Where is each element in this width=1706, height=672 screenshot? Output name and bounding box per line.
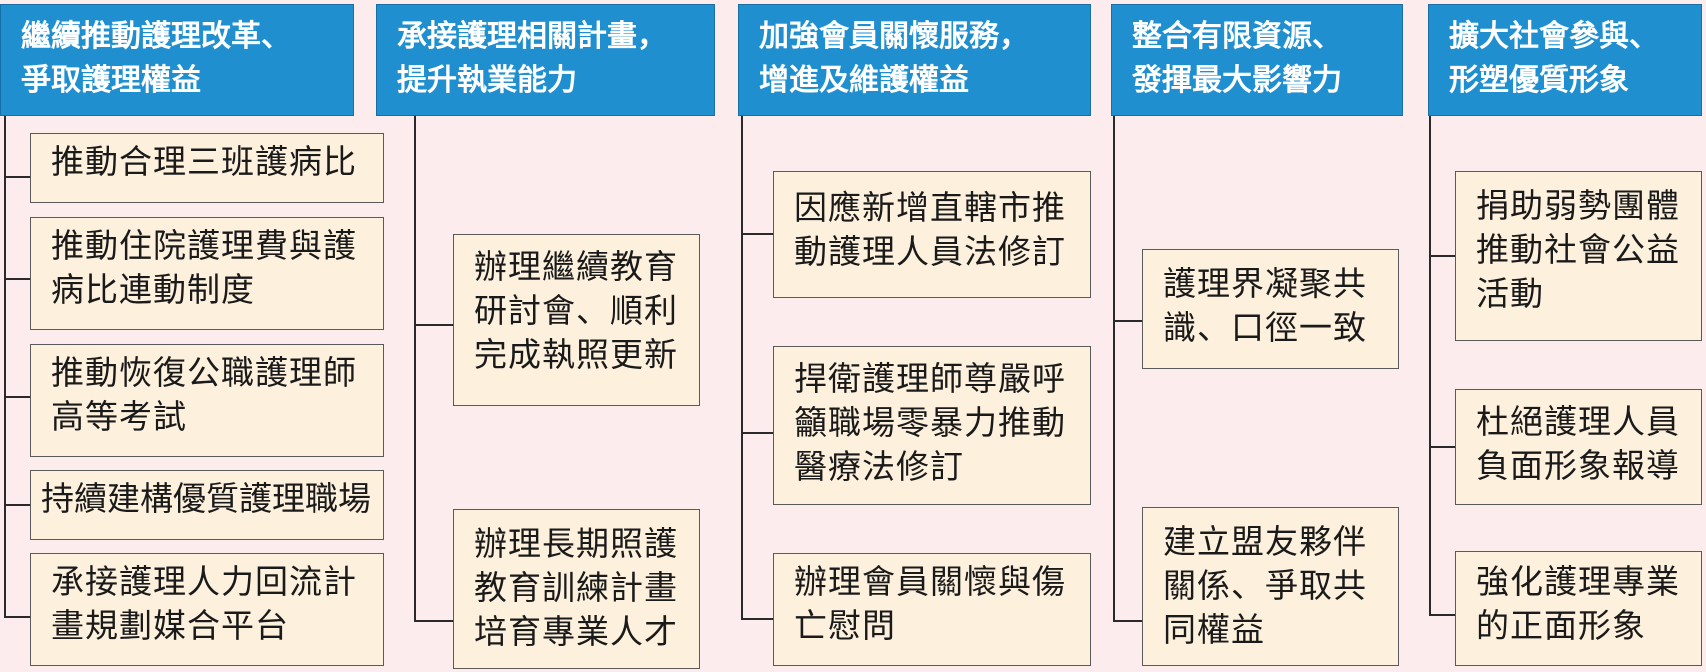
item-line: 醫療法修訂 <box>794 447 964 486</box>
connector-trunk <box>1429 116 1431 616</box>
column-5-header: 擴大社會參與、 形塑優質形象 <box>1428 4 1702 116</box>
header-line: 擴大社會參與、 <box>1449 19 1659 54</box>
item-line: 辦理會員關懷與傷 <box>794 562 1066 601</box>
item-box: 護理界凝聚共 識、口徑一致 <box>1142 249 1399 369</box>
item-line: 識、口徑一致 <box>1163 308 1367 347</box>
header-line: 繼續推動護理改革、 <box>21 19 291 54</box>
item-box: 捍衛護理師尊嚴呼 籲職場零暴力推動 醫療法修訂 <box>773 346 1091 505</box>
connector-branch <box>741 233 774 235</box>
column-4-header: 整合有限資源、 發揮最大影響力 <box>1111 4 1403 116</box>
item-box: 持續建構優質護理職場 <box>30 470 384 540</box>
item-line: 承接護理人力回流計 <box>51 562 357 601</box>
item-line: 建立盟友夥伴 <box>1163 522 1367 561</box>
connector-branch <box>741 618 774 620</box>
item-line: 同權益 <box>1163 610 1265 649</box>
connector-trunk <box>414 116 416 622</box>
item-line: 病比連動制度 <box>51 270 255 309</box>
item-line: 完成執照更新 <box>474 335 678 374</box>
item-box: 辦理繼續教育 研討會、順利 完成執照更新 <box>453 234 700 406</box>
header-line: 整合有限資源、 <box>1132 19 1342 54</box>
item-box: 推動恢復公職護理師 高等考試 <box>30 344 384 457</box>
item-line: 亡慰問 <box>794 606 896 645</box>
item-line: 推動恢復公職護理師 <box>51 353 357 392</box>
item-box: 因應新增直轄市推 動護理人員法修訂 <box>773 171 1091 298</box>
item-box: 承接護理人力回流計 畫規劃媒合平台 <box>30 553 384 666</box>
header-line: 提升執業能力 <box>397 63 577 98</box>
column-3-header: 加強會員關懷服務， 增進及維護權益 <box>738 4 1091 116</box>
item-line: 推動住院護理費與護 <box>51 226 357 265</box>
item-line: 培育專業人才 <box>474 612 678 651</box>
item-box: 推動住院護理費與護 病比連動制度 <box>30 217 384 330</box>
connector-branch <box>1429 255 1456 257</box>
item-line: 動護理人員法修訂 <box>794 232 1066 271</box>
connector-branch <box>4 278 30 280</box>
item-line: 持續建構優質護理職場 <box>41 479 371 518</box>
connector-branch <box>741 432 774 434</box>
item-line: 畫規劃媒合平台 <box>51 606 289 645</box>
item-line: 籲職場零暴力推動 <box>794 403 1066 442</box>
item-box: 建立盟友夥伴 關係、爭取共 同權益 <box>1142 507 1399 666</box>
item-box: 推動合理三班護病比 <box>30 133 384 203</box>
connector-branch <box>414 324 454 326</box>
item-box: 捐助弱勢團體 推動社會公益 活動 <box>1455 171 1702 341</box>
item-line: 辦理繼續教育 <box>474 247 678 286</box>
item-line: 關係、爭取共 <box>1163 566 1367 605</box>
header-line: 加強會員關懷服務， <box>759 19 1029 54</box>
connector-branch <box>4 616 30 618</box>
item-box: 杜絕護理人員 負面形象報導 <box>1455 389 1702 505</box>
item-line: 推動社會公益 <box>1476 230 1680 269</box>
item-box: 辦理長期照護 教育訓練計畫 培育專業人才 <box>453 509 700 669</box>
item-line: 捐助弱勢團體 <box>1476 186 1680 225</box>
connector-branch <box>414 620 454 622</box>
header-line: 爭取護理權益 <box>21 63 201 98</box>
header-line: 承接護理相關計畫， <box>397 19 667 54</box>
column-1-header: 繼續推動護理改革、 爭取護理權益 <box>0 4 354 116</box>
header-line: 發揮最大影響力 <box>1132 63 1342 98</box>
connector-trunk <box>4 116 6 618</box>
item-line: 杜絕護理人員 <box>1476 402 1680 441</box>
item-line: 推動合理三班護病比 <box>51 142 357 181</box>
item-line: 強化護理專業 <box>1476 562 1680 601</box>
item-line: 護理界凝聚共 <box>1163 264 1367 303</box>
item-box: 辦理會員關懷與傷 亡慰問 <box>773 553 1091 666</box>
item-line: 高等考試 <box>51 397 187 436</box>
item-line: 的正面形象 <box>1476 606 1646 645</box>
item-line: 教育訓練計畫 <box>474 568 678 607</box>
item-line: 負面形象報導 <box>1476 446 1680 485</box>
item-line: 研討會、順利 <box>474 291 678 330</box>
header-line: 形塑優質形象 <box>1449 63 1629 98</box>
item-line: 捍衛護理師尊嚴呼 <box>794 359 1066 398</box>
connector-branch <box>4 396 30 398</box>
connector-branch <box>1429 614 1456 616</box>
connector-branch <box>4 504 30 506</box>
item-box: 強化護理專業 的正面形象 <box>1455 551 1702 666</box>
item-line: 因應新增直轄市推 <box>794 188 1066 227</box>
connector-branch <box>1429 446 1456 448</box>
item-line: 辦理長期照護 <box>474 524 678 563</box>
connector-branch <box>1113 620 1143 622</box>
connector-trunk <box>1113 116 1115 622</box>
connector-branch <box>4 176 30 178</box>
column-2-header: 承接護理相關計畫， 提升執業能力 <box>376 4 715 116</box>
header-line: 增進及維護權益 <box>759 63 969 98</box>
connector-trunk <box>741 116 743 620</box>
item-line: 活動 <box>1476 274 1544 313</box>
connector-branch <box>1113 320 1143 322</box>
